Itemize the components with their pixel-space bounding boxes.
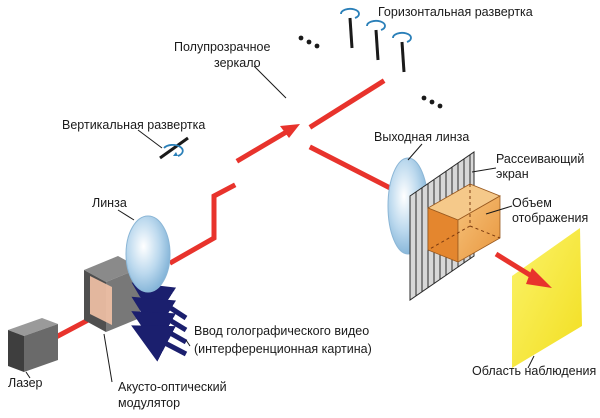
laser bbox=[8, 318, 58, 372]
label-laser: Лазер bbox=[8, 376, 43, 390]
label-holo-input-line1: Ввод голографического видео bbox=[194, 324, 370, 338]
lens bbox=[125, 215, 171, 293]
leader-holo-input bbox=[185, 339, 191, 347]
observation-area bbox=[512, 228, 582, 368]
label-horizontal-scan: Горизонтальная развертка bbox=[378, 5, 533, 19]
leader-vertical-scan bbox=[137, 129, 163, 149]
leader-output-lens bbox=[407, 143, 423, 161]
label-semi-mirror-line2: зеркало bbox=[214, 56, 261, 70]
label-output-lens: Выходная линза bbox=[374, 130, 470, 144]
beam-to-semi-mirror bbox=[235, 127, 292, 164]
beam-to-observation bbox=[494, 251, 552, 288]
label-aom-line2: модулятор bbox=[118, 396, 181, 410]
leader-semi-mirror bbox=[253, 65, 287, 99]
label-vertical-scan: Вертикальная развертка bbox=[62, 118, 206, 132]
label-observation: Область наблюдения bbox=[472, 364, 597, 378]
label-holo-input-line2: (интерференционная картина) bbox=[194, 342, 372, 356]
leader-lens bbox=[117, 209, 135, 221]
label-volume-line1: Объем bbox=[512, 196, 552, 210]
label-semi-mirror-line1: Полупрозрачное bbox=[174, 40, 271, 54]
beam-to-horizontal-scan bbox=[308, 78, 386, 130]
ellipsis-dots bbox=[298, 35, 443, 109]
leader-aom bbox=[103, 333, 113, 383]
leader-lines bbox=[25, 65, 535, 383]
horizontal-scan-mirrors bbox=[348, 17, 406, 73]
label-volume-line2: отображения bbox=[512, 211, 589, 225]
holo-input-arrows bbox=[131, 282, 188, 362]
label-diffuser-line2: экран bbox=[496, 167, 529, 181]
leader-diffuser bbox=[471, 167, 497, 173]
label-diffuser-line1: Рассеивающий bbox=[496, 152, 585, 166]
label-aom-line1: Акусто-оптический bbox=[118, 380, 227, 394]
leader-volume bbox=[485, 205, 513, 215]
beam-lens-to-mirror bbox=[168, 182, 237, 266]
beam-arrowhead bbox=[280, 124, 300, 138]
horizontal-scan-rotation-icons bbox=[340, 7, 412, 43]
vertical-scan-mirror bbox=[159, 136, 189, 160]
leader-laser bbox=[25, 371, 31, 379]
label-lens: Линза bbox=[92, 196, 127, 210]
beam-mirror-to-output-lens bbox=[308, 144, 398, 194]
rotation-icon bbox=[163, 143, 184, 157]
leader-observation bbox=[527, 355, 535, 369]
